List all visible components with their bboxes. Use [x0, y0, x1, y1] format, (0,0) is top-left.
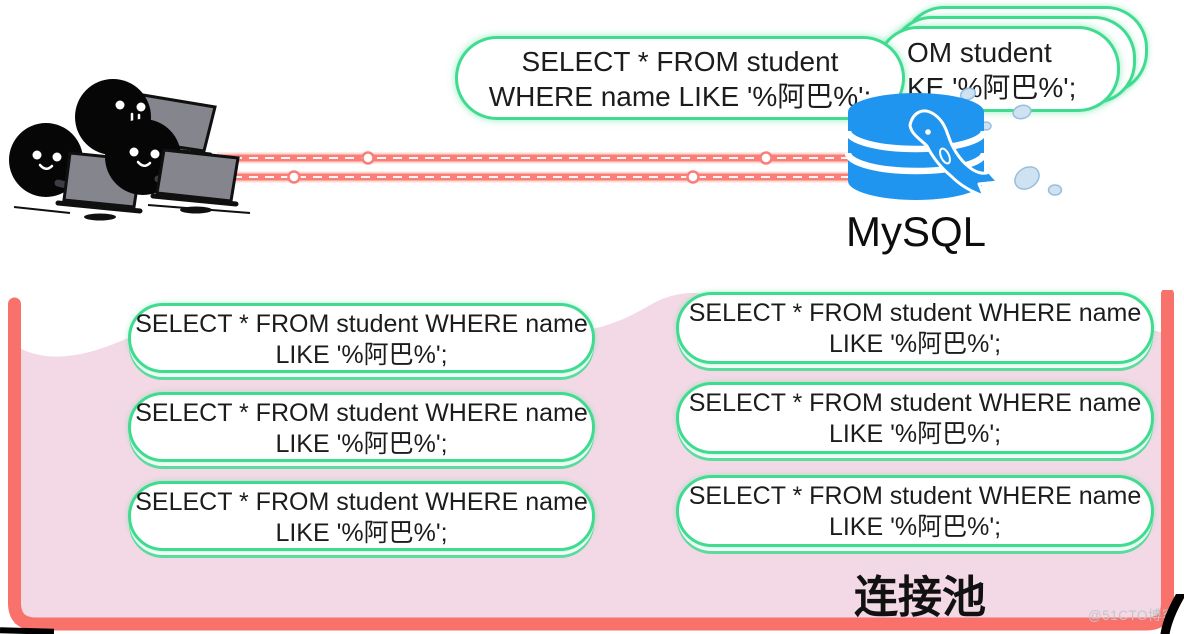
sql-text: OM student: [907, 37, 1052, 68]
sql-text: SELECT * FROM student: [688, 482, 972, 510]
pool-border: [8, 290, 1174, 631]
dolphin-icon: [908, 109, 1000, 198]
sql-text: WHERE name LIKE '%阿巴%';: [275, 310, 588, 369]
sql-text: WHERE name LIKE '%阿巴%';: [828, 482, 1142, 541]
pooled-query-bubble: SELECT * FROM student WHERE name LIKE '%…: [128, 481, 595, 551]
pooled-query-bubble: SELECT * FROM student WHERE name LIKE '%…: [676, 292, 1154, 364]
mysql-database-cylinder-icon: [844, 87, 1063, 200]
pooled-query-bubble: SELECT * FROM student WHERE name LIKE '%…: [676, 382, 1154, 454]
sql-text: SELECT * FROM student: [688, 389, 972, 417]
pooled-query-bubble: SELECT * FROM student WHERE name LIKE '%…: [128, 303, 595, 373]
sql-text: SELECT * FROM student: [135, 399, 419, 427]
pooled-query-bubble: SELECT * FROM student WHERE name LIKE '%…: [128, 392, 595, 462]
pooled-query-bubble: SELECT * FROM student WHERE name LIKE '%…: [676, 475, 1154, 547]
corner-brush-stroke: [1160, 594, 1184, 634]
watermark: @51CTO博客: [1088, 608, 1176, 623]
connection-lines: [217, 151, 895, 184]
sql-text: SELECT * FROM student: [521, 46, 839, 77]
sql-text: SELECT * FROM student: [688, 299, 972, 327]
sql-text: SELECT * FROM student: [135, 488, 419, 516]
table-edge-line: [0, 627, 55, 634]
laptop-icon: [147, 148, 251, 214]
sql-text: WHERE name LIKE '%阿巴%';: [828, 389, 1142, 448]
database-cylinder: [844, 93, 988, 200]
sql-text: WHERE name LIKE '%阿巴%';: [488, 81, 872, 112]
mysql-label: MySQL: [845, 208, 987, 255]
pool-label: 连接池: [854, 573, 986, 622]
client-group-illustration: [9, 79, 251, 221]
sql-text: WHERE name LIKE '%阿巴%';: [828, 299, 1142, 358]
sql-text: WHERE name LIKE '%阿巴%';: [275, 488, 588, 547]
sql-text: WHERE name LIKE '%阿巴%';: [275, 399, 588, 458]
query-bubble-front: SELECT * FROM student WHERE name LIKE '%…: [455, 36, 905, 120]
packet-node-icon: [287, 151, 773, 184]
sql-text: SELECT * FROM student: [135, 310, 419, 338]
